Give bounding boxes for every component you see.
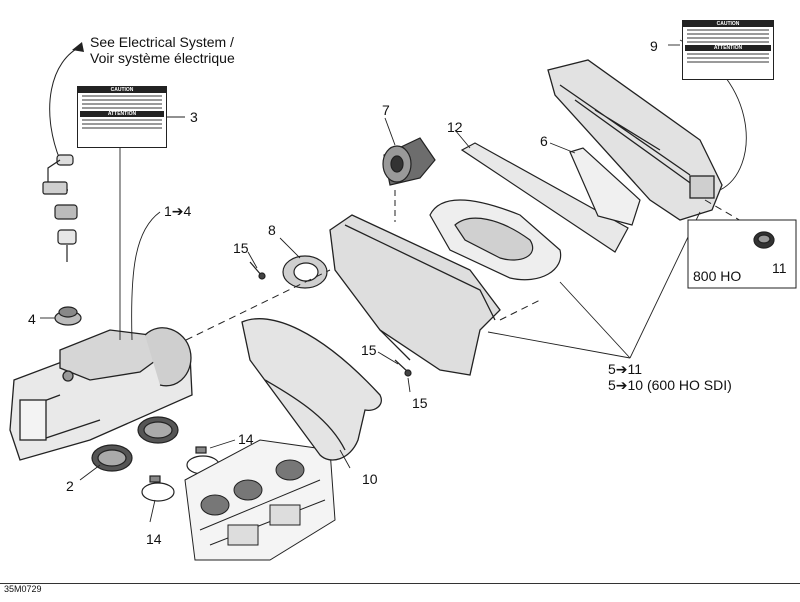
intake-part-10	[241, 318, 382, 461]
connector-part	[42, 154, 78, 262]
callout-12: 12	[447, 119, 463, 135]
callout-14-upper: 14	[238, 431, 254, 447]
gasket-part-8	[282, 255, 328, 289]
electrical-note-en: See Electrical System /	[90, 34, 234, 50]
inset-model-label: 800 HO	[693, 268, 742, 284]
screw-part-15	[249, 261, 412, 377]
callout-11: 11	[772, 260, 787, 276]
valve-part-7	[382, 137, 436, 186]
silencer-body	[329, 214, 501, 376]
grommet-part-4	[54, 306, 82, 326]
callout-5-10: 5➔10 (600 HO SDI)	[608, 377, 732, 393]
adaptor-part-2	[91, 416, 179, 472]
electrical-note-fr: Voir système électrique	[90, 50, 235, 66]
inset-frame	[687, 219, 797, 289]
callout-7: 7	[382, 102, 390, 118]
foam-part-12	[460, 142, 629, 253]
decal-attention-heading-2: ATTENTION	[685, 45, 771, 51]
top-cover	[547, 59, 723, 221]
seal-ring-part	[429, 199, 562, 281]
bottom-rule	[0, 583, 800, 584]
callout-5-11: 5➔11	[608, 361, 643, 377]
callout-10: 10	[362, 471, 378, 487]
callout-6: 6	[540, 133, 548, 149]
decal-attention-heading: ATTENTION	[80, 111, 164, 117]
callout-15-mid: 15	[361, 342, 377, 358]
callout-2: 2	[66, 478, 74, 494]
decal-caution-heading: CAUTION	[78, 87, 166, 93]
drawing-reference: 35M0729	[4, 584, 42, 594]
callout-14-lower: 14	[146, 531, 162, 547]
decal-part-3: CAUTION ATTENTION	[77, 86, 167, 148]
callout-4: 4	[28, 311, 36, 327]
foam-part-6	[569, 147, 641, 226]
callout-1-4: 1➔4	[164, 203, 192, 219]
silencer-base	[9, 327, 193, 461]
decal-part-9: CAUTION ATTENTION	[682, 20, 774, 80]
callout-15-top: 15	[233, 240, 249, 256]
plug-part-11	[753, 231, 775, 249]
callout-8: 8	[268, 222, 276, 238]
decal-caution-heading-2: CAUTION	[683, 21, 773, 27]
callout-15-bottom: 15	[412, 395, 428, 411]
engine-block	[184, 439, 336, 561]
leader-electrical	[49, 45, 83, 161]
callout-3: 3	[190, 109, 198, 125]
callout-9: 9	[650, 38, 658, 54]
